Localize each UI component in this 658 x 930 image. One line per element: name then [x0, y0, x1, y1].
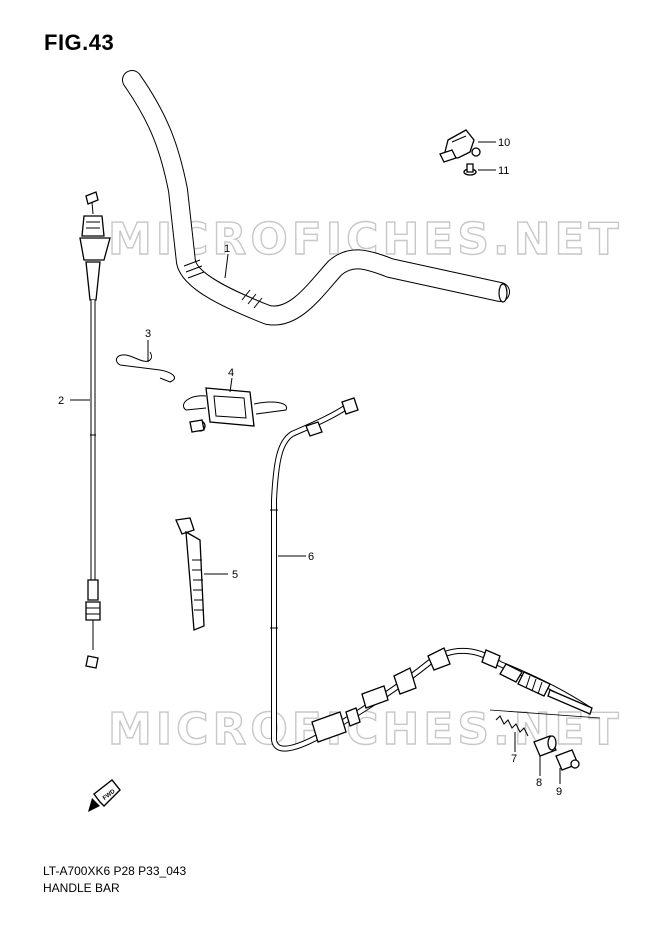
figure-title: FIG.43	[44, 30, 115, 55]
callout-7: 7	[511, 753, 517, 765]
cable-holder-part-4	[183, 387, 288, 433]
throttle-cable-part-2	[79, 191, 111, 669]
callout-6: 6	[308, 551, 314, 563]
adjuster-part-9	[555, 749, 580, 771]
bracket-part-10	[439, 129, 481, 163]
leader-4	[229, 377, 233, 393]
brake-cable-part-6	[270, 397, 593, 752]
model-code: LT-A700XK6 P28 P33_043	[43, 864, 187, 878]
bolt-part-11	[463, 163, 477, 176]
callout-10: 10	[498, 137, 510, 149]
callout-3: 3	[145, 328, 151, 340]
callout-2: 2	[58, 395, 64, 407]
collar-part-8	[533, 735, 557, 757]
handlebar	[122, 70, 510, 326]
callout-5: 5	[232, 569, 238, 581]
forward-arrow-icon: FWD	[88, 779, 121, 812]
callout-1: 1	[224, 243, 230, 255]
leader-1	[224, 253, 229, 279]
callout-11: 11	[498, 165, 509, 177]
cable-tie-part-5	[175, 517, 205, 631]
callout-8: 8	[536, 777, 542, 789]
wire-clip-part-3	[115, 351, 175, 383]
page-name: HANDLE BAR	[43, 881, 120, 895]
spring-part-7	[489, 709, 601, 737]
callout-4: 4	[228, 367, 234, 379]
callout-9: 9	[556, 786, 562, 798]
